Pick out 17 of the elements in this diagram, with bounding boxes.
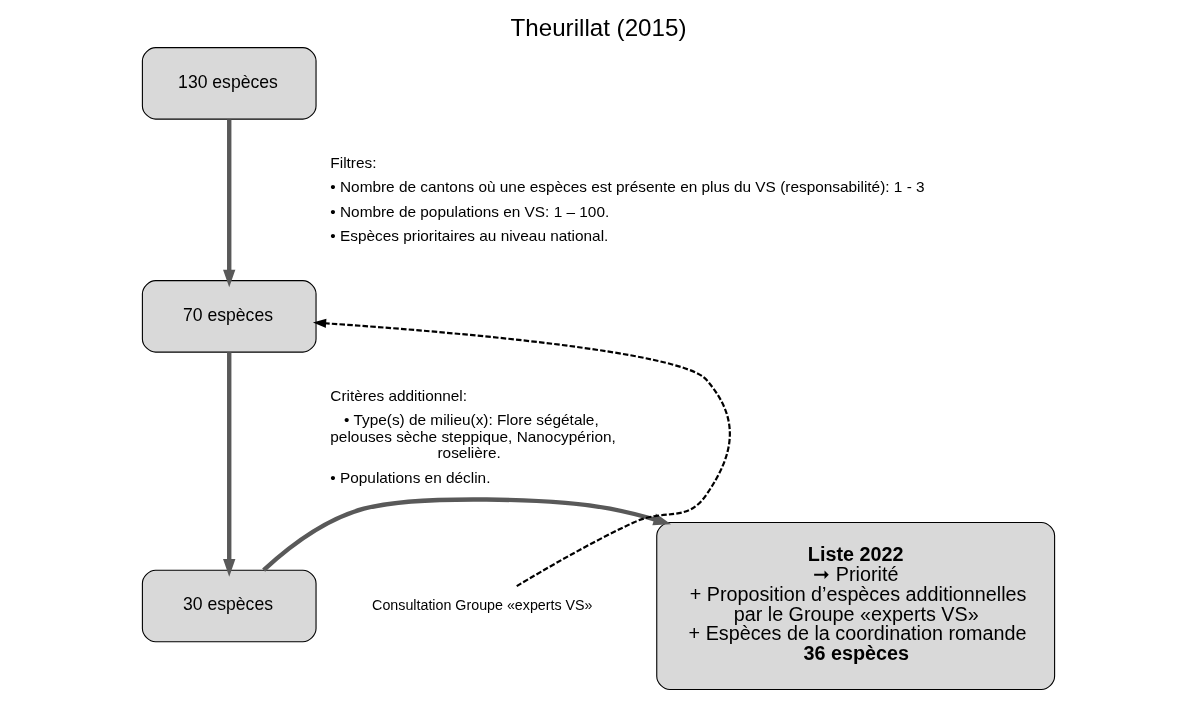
- label: • Type(s) de milieu(x): Flore ségétale, pelouses sèche steppique, Nanocypérion, roselière.: [329, 411, 616, 462]
- diagram-title: Theurillat (2015): [510, 14, 686, 42]
- node-text: Consultation Groupe «experts VS»: [371, 596, 593, 613]
- node-box: Liste 2022 ➞ Priorité + Proposition d’espèces additionnelles par le Groupe «experts VS» + Espèces de la coordination romande 36 espèces: [655, 521, 1055, 691]
- label: • Nombre de cantons où une espèces est présente en plus du VS (responsabilité): 1 - 3: [329, 178, 925, 196]
- arrow: [222, 352, 235, 577]
- node-box: 70 espèces: [141, 280, 317, 353]
- label: Critères additionnel:: [329, 387, 467, 405]
- label: • Espèces prioritaires au niveau national.: [329, 226, 608, 244]
- label: Filtres:: [329, 154, 376, 172]
- label: • Nombre de populations en VS: 1 – 100.: [329, 202, 609, 220]
- node-box: 130 espèces: [141, 47, 317, 120]
- arrow: [222, 119, 235, 288]
- label: • Populations en déclin.: [329, 468, 490, 486]
- arrow: [312, 318, 731, 588]
- arrow: [261, 497, 671, 572]
- node-box: 30 espèces: [141, 569, 317, 643]
